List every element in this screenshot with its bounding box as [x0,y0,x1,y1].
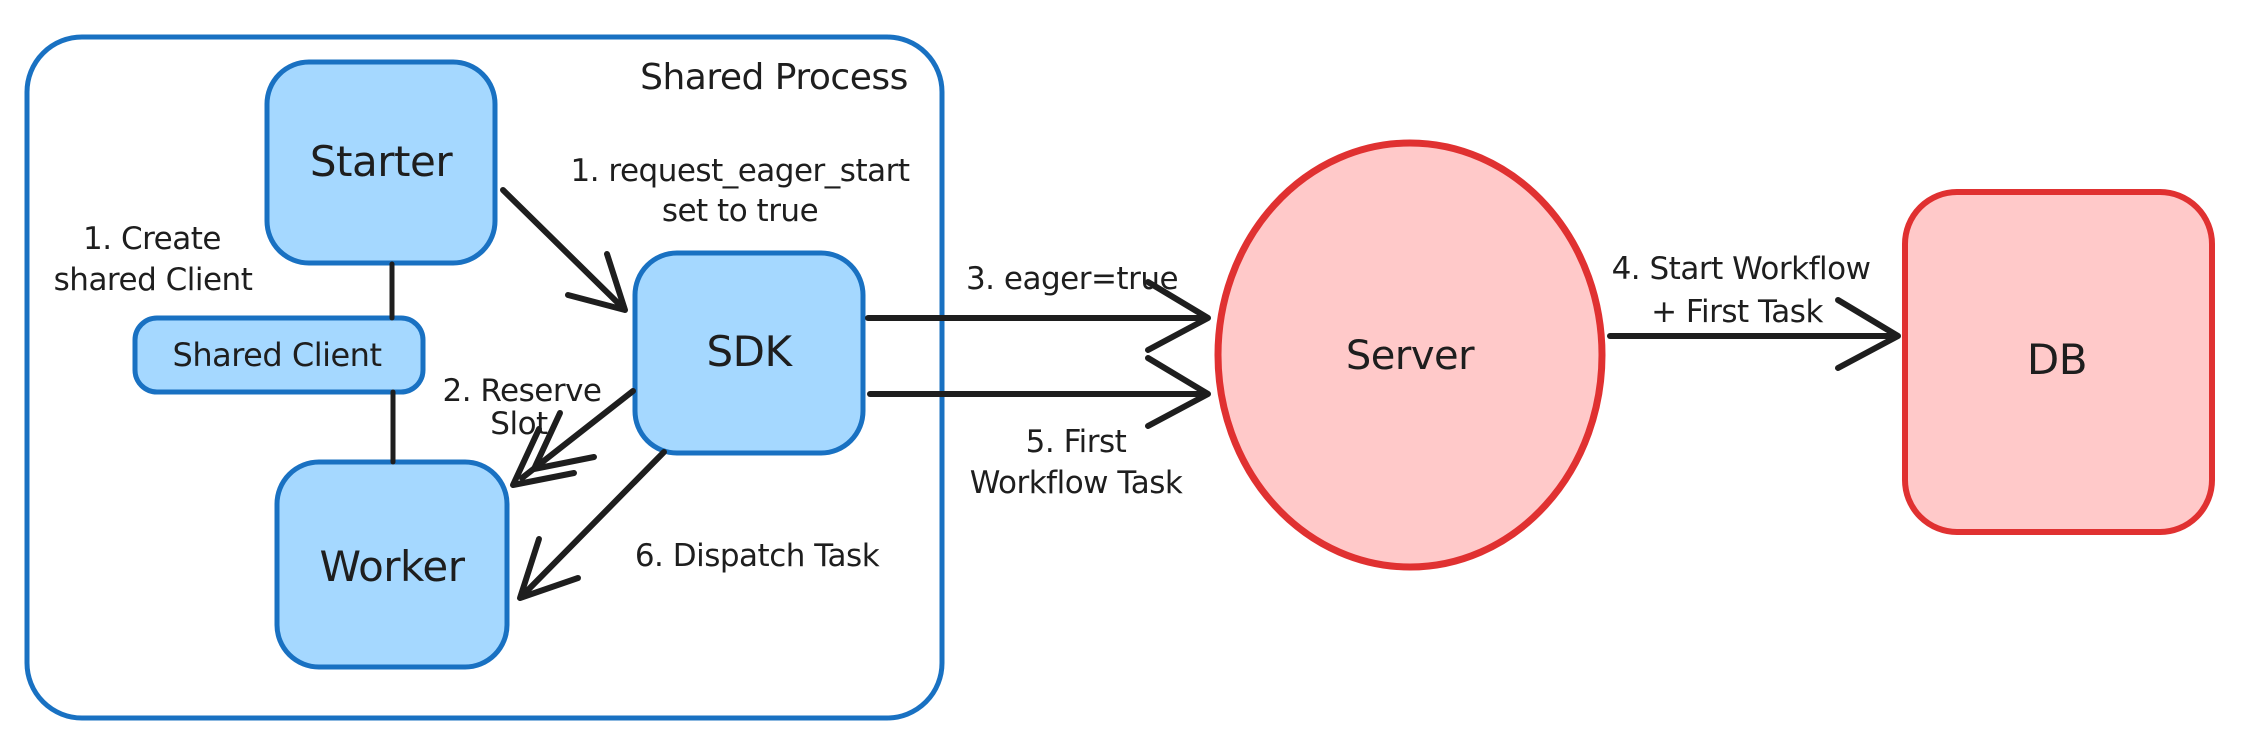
annotation-request-eager-start-line1: 1. request_eager_start [570,153,909,189]
shared-client-label: Shared Client [173,336,382,374]
sdk-label: SDK [706,327,793,376]
annotation-start-workflow-line2: + First Task [1651,294,1823,330]
shared-client-node [132,315,426,395]
shared-process-container [24,34,945,721]
starter-node [264,59,498,266]
annotation-create-shared-client-line2: shared Client [54,262,253,298]
arrow-server-to-db-head [1835,297,1901,371]
sdk-node [632,250,866,456]
annotation-dispatch-task: 6. Dispatch Task [635,538,880,574]
shared-process-label: Shared Process [640,57,908,98]
annotation-start-workflow-line1: 4. Start Workflow [1612,251,1871,287]
annotation-eager-true: 3. eager=true [966,261,1178,297]
annotation-reserve-slot-line1: 2. Reserve [442,373,601,409]
server-node [1214,139,1606,571]
annotation-reserve-slot-line2: Slot [490,406,548,442]
annotation-first-workflow-task-line2: Workflow Task [970,465,1183,501]
server-label: Server [1346,333,1475,379]
annotation-request-eager-start-line2: set to true [662,193,818,229]
db-node [1902,189,2215,535]
annotation-first-workflow-task-line1: 5. First [1026,424,1127,460]
arrow-sdk-to-worker-dispatch-head [517,536,581,601]
annotation-create-shared-client-line1: 1. Create [83,221,221,257]
arrow-starter-to-sdk-head [565,251,628,313]
arrow-sdk-to-worker-reserve-slot-head [510,426,577,488]
arrow-sdk-to-server-eager-head [1145,279,1211,353]
arrow-sdk-to-server-first-task-head [1145,355,1211,429]
arrow-sdk-to-worker-reserve-slot-head2 [531,410,597,472]
db-label: DB [2027,335,2087,384]
arrow-starter-to-sdk [500,187,624,309]
arrow-sdk-to-worker-reserve-slot [519,388,636,481]
worker-label: Worker [320,542,466,591]
starter-label: Starter [310,137,453,186]
arrow-sdk-to-worker-dispatch [523,449,667,595]
